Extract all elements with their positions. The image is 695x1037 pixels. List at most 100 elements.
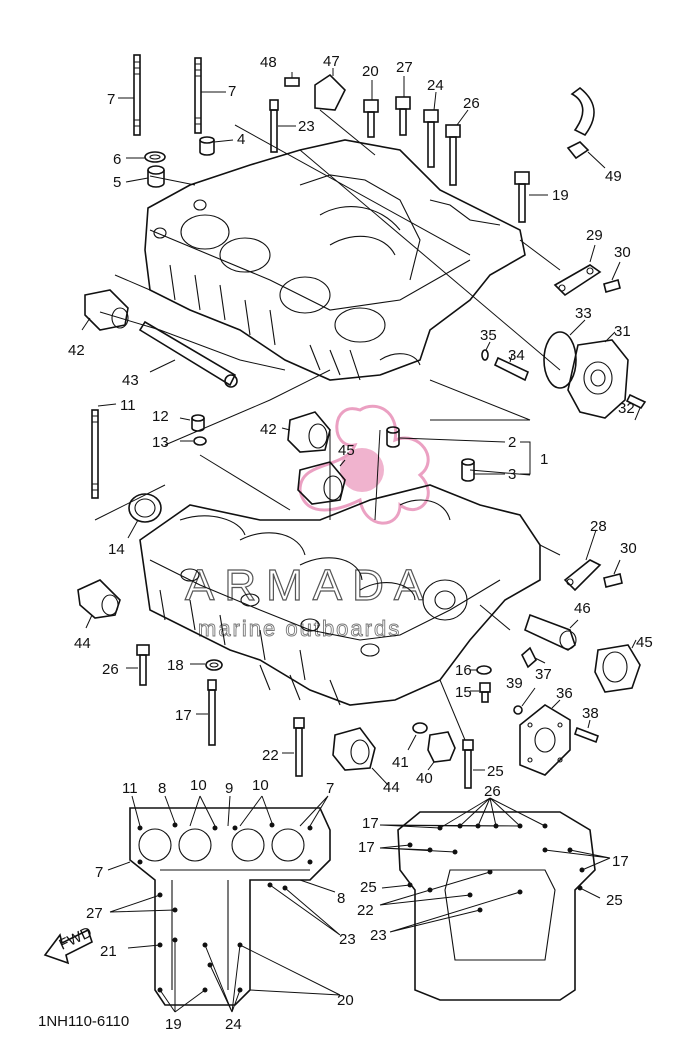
callout-30: 30 [620, 540, 637, 557]
callout-44: 44 [383, 779, 400, 796]
callout-18: 18 [167, 657, 184, 674]
lower-crankcase [139, 484, 541, 706]
watermark: ARMADA marine outboards [184, 404, 433, 641]
fwd-arrow-icon: FWD [43, 924, 95, 965]
callout-25: 25 [487, 763, 504, 780]
callout-16: 16 [455, 662, 472, 679]
callout-24: 24 [225, 1016, 242, 1033]
upper-case-bolts [269, 68, 469, 186]
callout-9: 9 [225, 780, 233, 797]
upper-case-top-view [107, 795, 341, 1013]
callout-49: 49 [605, 168, 622, 185]
callout-13: 13 [152, 434, 169, 451]
callout-48: 48 [260, 54, 277, 71]
callout-22: 22 [262, 747, 279, 764]
callout-7: 7 [95, 864, 103, 881]
watermark-title: ARMADA [185, 561, 433, 610]
cover-31 [543, 319, 647, 421]
callout-10: 10 [252, 777, 269, 794]
callout-17: 17 [358, 839, 375, 856]
callout-10: 10 [190, 777, 207, 794]
callout-26: 26 [463, 95, 480, 112]
bracket-29 [553, 244, 621, 297]
callout-34: 34 [508, 347, 525, 364]
callout-23: 23 [298, 118, 315, 135]
callout-27: 27 [86, 905, 103, 922]
callout-47: 47 [323, 53, 340, 70]
callout-30: 30 [614, 244, 631, 261]
callout-8: 8 [337, 890, 345, 907]
callout-17: 17 [362, 815, 379, 832]
callout-3: 3 [508, 466, 516, 483]
callout-46: 46 [574, 600, 591, 617]
callout-20: 20 [337, 992, 354, 1009]
callout-35: 35 [480, 327, 497, 344]
callout-41: 41 [392, 754, 409, 771]
callout-11: 11 [120, 397, 136, 414]
callout-14: 14 [108, 541, 125, 558]
callout-26: 26 [484, 783, 501, 800]
callout-20: 20 [362, 63, 379, 80]
fwd-label: FWD [57, 924, 95, 954]
lower-case-bottom-view [379, 797, 611, 1001]
callout-15: 15 [455, 684, 472, 701]
upper-crankcase [144, 139, 526, 381]
callout-4: 4 [237, 131, 245, 148]
callout-28: 28 [590, 518, 607, 535]
dowels-2-3 [386, 426, 531, 482]
callout-23: 23 [370, 927, 387, 944]
callout-12: 12 [152, 408, 169, 425]
diagram-code: 1NH110-6110 [38, 1013, 129, 1030]
callout-29: 29 [586, 227, 603, 244]
callout-32: 32 [618, 400, 635, 417]
bolt-holes-top-view [137, 822, 313, 993]
breather-hose [566, 86, 606, 169]
callout-2: 2 [508, 434, 516, 451]
callout-7: 7 [326, 780, 334, 797]
callout-19: 19 [552, 187, 569, 204]
callout-44: 44 [74, 635, 91, 652]
callout-37: 37 [535, 666, 552, 683]
callout-22: 22 [357, 902, 374, 919]
callout-17: 17 [612, 853, 629, 870]
top-leader-lines [99, 124, 561, 476]
callout-8: 8 [158, 780, 166, 797]
callout-38: 38 [582, 705, 599, 722]
plug-15-16 [470, 665, 492, 703]
callout-23: 23 [339, 931, 356, 948]
middle-left-parts [91, 403, 346, 539]
callout-25: 25 [606, 892, 623, 909]
bolt-19-upper [514, 171, 548, 223]
callout-24: 24 [427, 77, 444, 94]
callout-11: 11 [122, 780, 138, 797]
callout-21: 21 [100, 943, 117, 960]
callout-5: 5 [113, 174, 121, 191]
callout-6: 6 [113, 151, 121, 168]
plugs-left-upper [81, 289, 238, 388]
stud-bolts [118, 54, 226, 136]
middle-right-parts [524, 529, 641, 693]
callout-1: 1 [540, 451, 548, 468]
lower-left-parts [77, 579, 223, 746]
callout-17: 17 [175, 707, 192, 724]
callout-31: 31 [614, 323, 631, 340]
cover-36 [513, 646, 600, 776]
callout-45: 45 [338, 442, 355, 459]
callout-7: 7 [228, 83, 236, 100]
pin-34 [481, 341, 530, 382]
callout-19: 19 [165, 1016, 182, 1033]
callout-7: 7 [107, 91, 115, 108]
callout-39: 39 [506, 675, 523, 692]
watermark-subtitle: marine outboards [198, 616, 401, 641]
callout-42: 42 [68, 342, 85, 359]
callout-25: 25 [360, 879, 377, 896]
middle-leader-lines [94, 429, 561, 741]
callout-45: 45 [636, 634, 653, 651]
callout-36: 36 [556, 685, 573, 702]
callout-26: 26 [102, 661, 119, 678]
callout-42: 42 [260, 421, 277, 438]
callout-43: 43 [122, 372, 139, 389]
lower-middle-parts [282, 717, 485, 789]
callout-40: 40 [416, 770, 433, 787]
